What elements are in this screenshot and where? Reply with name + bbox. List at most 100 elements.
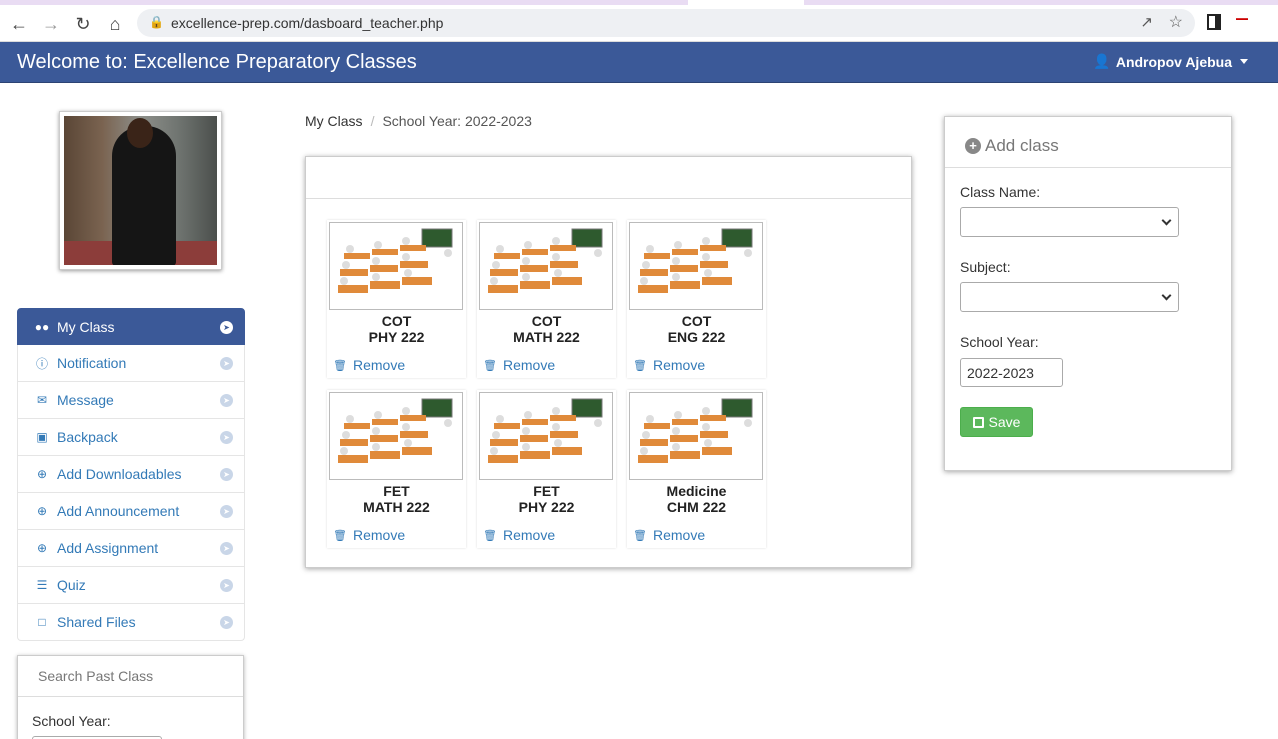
class-name-select[interactable]	[960, 207, 1179, 237]
sidebar-item-add-assignment[interactable]: ⊕ Add Assignment ➤	[17, 530, 245, 567]
star-icon[interactable]: ☆	[1168, 14, 1183, 31]
remove-class-button[interactable]: 🗑Remove	[333, 357, 406, 373]
forward-arrow-icon[interactable]: →	[42, 13, 60, 34]
sidebar-item-label: Add Assignment	[57, 540, 159, 556]
classroom-image	[488, 228, 603, 293]
caret-down-icon	[1240, 59, 1248, 64]
address-bar[interactable]: 🔒 excellence-prep.com/dasboard_teacher.p…	[137, 9, 1195, 37]
app-navbar: Welcome to: Excellence Preparatory Class…	[0, 42, 1278, 83]
envelope-icon: ✉	[36, 393, 48, 407]
sidebar-item-add-announcement[interactable]: ⊕ Add Announcement ➤	[17, 493, 245, 530]
remove-class-button[interactable]: 🗑Remove	[633, 527, 706, 543]
list-icon: ☰	[36, 578, 48, 592]
browser-active-tab[interactable]	[688, 0, 804, 5]
remove-class-button[interactable]: 🗑Remove	[483, 527, 556, 543]
breadcrumb-root[interactable]: My Class	[305, 113, 363, 129]
home-icon[interactable]: ⌂	[109, 13, 121, 34]
user-icon: 👤	[1093, 53, 1111, 69]
trash-icon: 🗑	[333, 529, 347, 542]
trash-icon: 🗑	[333, 359, 347, 372]
class-list-panel-header	[306, 157, 911, 199]
class-thumbnail[interactable]	[329, 392, 463, 480]
school-year-label: School Year:	[960, 334, 1039, 350]
search-past-class-panel: Search Past Class School Year:	[17, 655, 244, 739]
chevron-right-icon: ➤	[220, 616, 233, 629]
profile-photo-frame	[59, 111, 222, 270]
school-year-input[interactable]: 2022-2023	[960, 358, 1063, 387]
class-thumbnail[interactable]	[329, 222, 463, 310]
classroom-image	[638, 228, 753, 293]
class-name-label: Class Name:	[960, 184, 1041, 200]
search-school-year-input[interactable]	[32, 736, 162, 739]
share-icon[interactable]: ↗	[1140, 14, 1153, 31]
breadcrumb-separator: /	[370, 113, 375, 129]
sidebar-item-backpack[interactable]: ▣ Backpack ➤	[17, 419, 245, 456]
add-class-panel: + Add class Class Name: Subject: School …	[944, 116, 1232, 471]
side-panel-icon[interactable]	[1207, 14, 1221, 30]
sidebar-item-quiz[interactable]: ☰ Quiz ➤	[17, 567, 245, 604]
remove-class-button[interactable]: 🗑Remove	[483, 357, 556, 373]
chevron-right-icon: ➤	[220, 431, 233, 444]
sidebar-item-label: Backpack	[57, 429, 118, 445]
search-panel-title: Search Past Class	[18, 656, 243, 697]
subject-label: Subject:	[960, 259, 1011, 275]
back-arrow-icon[interactable]: ←	[10, 13, 28, 34]
chevron-down-icon	[1161, 215, 1172, 226]
sidebar-item-add-downloadables[interactable]: ⊕ Add Downloadables ➤	[17, 456, 245, 493]
classroom-image	[338, 228, 453, 293]
chevron-right-icon: ➤	[220, 394, 233, 407]
classroom-image	[488, 398, 603, 463]
sidebar-item-label: Notification	[57, 355, 127, 371]
add-class-title: Add class	[985, 136, 1059, 155]
class-thumbnail[interactable]	[629, 392, 763, 480]
sidebar-item-shared-files[interactable]: □ Shared Files ➤	[17, 604, 245, 641]
chevron-right-icon: ➤	[220, 321, 233, 334]
chevron-right-icon: ➤	[220, 505, 233, 518]
browser-tab-strip	[0, 0, 1278, 5]
add-class-header: + Add class	[945, 117, 1231, 168]
breadcrumb: My Class / School Year: 2022-2023	[305, 113, 532, 129]
brand-title[interactable]: Welcome to: Excellence Preparatory Class…	[17, 51, 417, 73]
subject-select[interactable]	[960, 282, 1179, 312]
trash-icon: 🗑	[633, 529, 647, 542]
user-name: Andropov Ajebua	[1115, 53, 1232, 70]
remove-class-button[interactable]: 🗑Remove	[633, 357, 706, 373]
browser-toolbar: ← → ↻ ⌂ 🔒 excellence-prep.com/dasboard_t…	[0, 5, 1278, 42]
info-icon: ⓘ	[35, 356, 48, 371]
plus-circle-icon: ⊕	[36, 467, 48, 481]
remove-class-button[interactable]: 🗑Remove	[333, 527, 406, 543]
class-thumbnail[interactable]	[479, 222, 613, 310]
sidebar-item-label: Quiz	[57, 577, 86, 593]
user-menu[interactable]: 👤 Andropov Ajebua	[1093, 53, 1248, 70]
chevron-right-icon: ➤	[220, 579, 233, 592]
sidebar-item-label: Add Downloadables	[57, 466, 182, 482]
save-button[interactable]: Save	[960, 407, 1033, 437]
sidebar-item-message[interactable]: ✉ Message ➤	[17, 382, 245, 419]
sidebar-item-notification[interactable]: ⓘ Notification ➤	[17, 345, 245, 382]
class-thumbnail[interactable]	[479, 392, 613, 480]
chevron-right-icon: ➤	[220, 542, 233, 555]
classroom-image	[638, 398, 753, 463]
users-icon: ●●	[34, 319, 50, 334]
reload-icon[interactable]: ↻	[75, 13, 91, 34]
class-thumbnail[interactable]	[629, 222, 763, 310]
sidebar-item-my-class[interactable]: ●● My Class ➤	[17, 308, 245, 345]
trash-icon: 🗑	[483, 359, 497, 372]
search-school-year-label: School Year:	[32, 713, 111, 729]
extension-icon[interactable]: ▬▬	[1236, 16, 1248, 22]
chevron-down-icon	[1161, 290, 1172, 301]
sidebar-item-label: Add Announcement	[57, 503, 180, 519]
plus-circle-icon: ⊕	[36, 541, 48, 555]
